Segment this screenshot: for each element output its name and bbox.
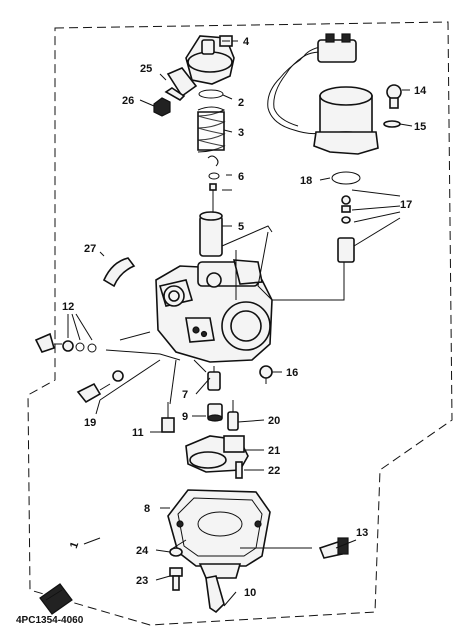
callout-6: 6 bbox=[238, 171, 244, 183]
callout-24: 24 bbox=[136, 545, 149, 557]
screw-16 bbox=[259, 365, 273, 384]
tool-icon bbox=[39, 583, 73, 615]
spring-3 bbox=[197, 106, 226, 153]
callout-8: 8 bbox=[144, 503, 150, 515]
jet-20 bbox=[227, 400, 239, 431]
screw-4 bbox=[219, 35, 233, 47]
callout-3: 3 bbox=[238, 127, 244, 139]
callout-22: 22 bbox=[268, 465, 280, 477]
callout-27: 27 bbox=[84, 243, 96, 255]
callout-16: 16 bbox=[286, 367, 298, 379]
assembly-boundary bbox=[27, 21, 453, 626]
choke-plunger-17 bbox=[337, 195, 355, 263]
float-21 bbox=[185, 435, 249, 473]
callout-17: 17 bbox=[400, 199, 412, 211]
drain-screw-13 bbox=[318, 537, 349, 559]
carburetor-body bbox=[155, 250, 273, 363]
callout-20: 20 bbox=[268, 415, 280, 427]
callout-10: 10 bbox=[244, 587, 256, 599]
washer-15 bbox=[383, 120, 401, 128]
o-ring-18 bbox=[331, 171, 361, 185]
screw-19 bbox=[76, 370, 124, 404]
nut-26 bbox=[153, 97, 171, 117]
screw-11 bbox=[161, 402, 175, 433]
callout-5: 5 bbox=[238, 221, 244, 233]
float-chamber-8 bbox=[167, 489, 271, 579]
top-cap bbox=[185, 35, 235, 85]
callout-2: 2 bbox=[238, 97, 244, 109]
callout-12: 12 bbox=[62, 301, 74, 313]
o-ring-2 bbox=[198, 89, 224, 99]
callout-26: 26 bbox=[122, 95, 134, 107]
idle-screw-12 bbox=[34, 332, 97, 353]
callout-18: 18 bbox=[300, 175, 312, 187]
callout-19: 19 bbox=[84, 417, 96, 429]
throttle-slide-5 bbox=[199, 211, 223, 257]
callout-25: 25 bbox=[140, 63, 152, 75]
leader-lines bbox=[67, 40, 413, 607]
cable-boot-25 bbox=[164, 67, 198, 101]
hose-27 bbox=[102, 257, 136, 288]
callout-23: 23 bbox=[136, 575, 148, 587]
callout-14: 14 bbox=[414, 85, 427, 97]
callout-labels: 1 2 3 4 5 6 7 8 9 10 11 12 13 14 15 16 1… bbox=[62, 36, 427, 599]
needle-6 bbox=[207, 155, 220, 216]
drawing-code: 4PC1354-4060 bbox=[16, 615, 84, 626]
auto-choke bbox=[267, 33, 379, 155]
callout-13: 13 bbox=[356, 527, 368, 539]
drain-hose-10 bbox=[205, 575, 225, 614]
callout-1: 1 bbox=[68, 540, 81, 550]
jet-9 bbox=[207, 403, 223, 422]
callout-11: 11 bbox=[132, 427, 144, 439]
callout-7: 7 bbox=[182, 389, 188, 401]
callout-21: 21 bbox=[268, 445, 280, 457]
callout-15: 15 bbox=[414, 121, 426, 133]
callout-4: 4 bbox=[243, 36, 250, 48]
callout-9: 9 bbox=[182, 411, 188, 423]
screw-14 bbox=[386, 84, 402, 109]
relation-lines bbox=[99, 225, 345, 551]
pin-22 bbox=[235, 461, 243, 479]
screw-23 bbox=[169, 567, 183, 591]
